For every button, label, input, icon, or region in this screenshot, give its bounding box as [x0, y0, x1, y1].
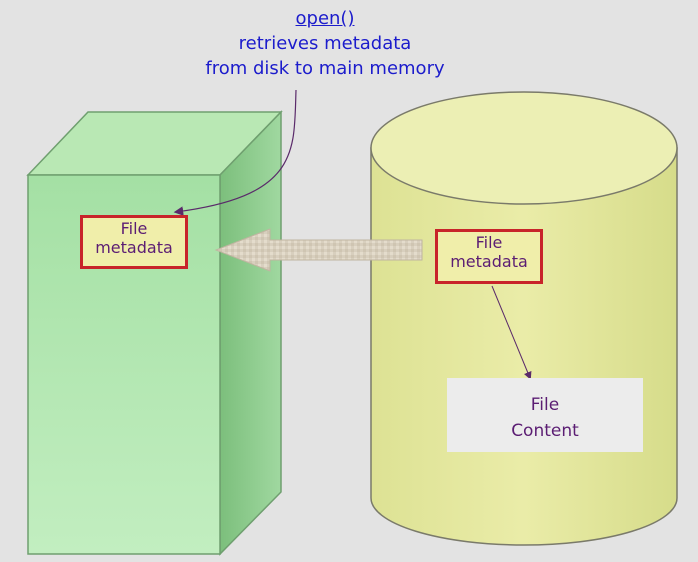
open-call-label: open(): [295, 8, 355, 29]
disk-cylinder-body: [370, 147, 678, 546]
file-content-box: File Content: [447, 378, 643, 452]
caption-line-1: retrieves metadata: [238, 33, 412, 54]
disk-cylinder: [370, 91, 678, 546]
caption-line-2: from disk to main memory: [205, 58, 445, 79]
disk-metadata-line-2: metadata: [450, 252, 528, 271]
memory-metadata-line-1: File: [120, 219, 148, 238]
disk-metadata-line-1: File: [475, 233, 503, 252]
file-content-line-2: Content: [511, 421, 579, 441]
disk-metadata-box: File metadata: [435, 229, 543, 284]
transfer-arrow: [214, 228, 423, 272]
memory-block: [26, 110, 283, 556]
disk-cylinder-top: [370, 91, 678, 205]
metadata-to-content-arrow: [491, 285, 532, 380]
memory-metadata-box: File metadata: [80, 215, 188, 269]
memory-metadata-line-2: metadata: [95, 238, 173, 257]
file-content-line-1: File: [530, 395, 560, 415]
open-caption: open() retrieves metadata from disk to m…: [170, 6, 480, 81]
caption-pointer-arrow: [173, 89, 297, 216]
